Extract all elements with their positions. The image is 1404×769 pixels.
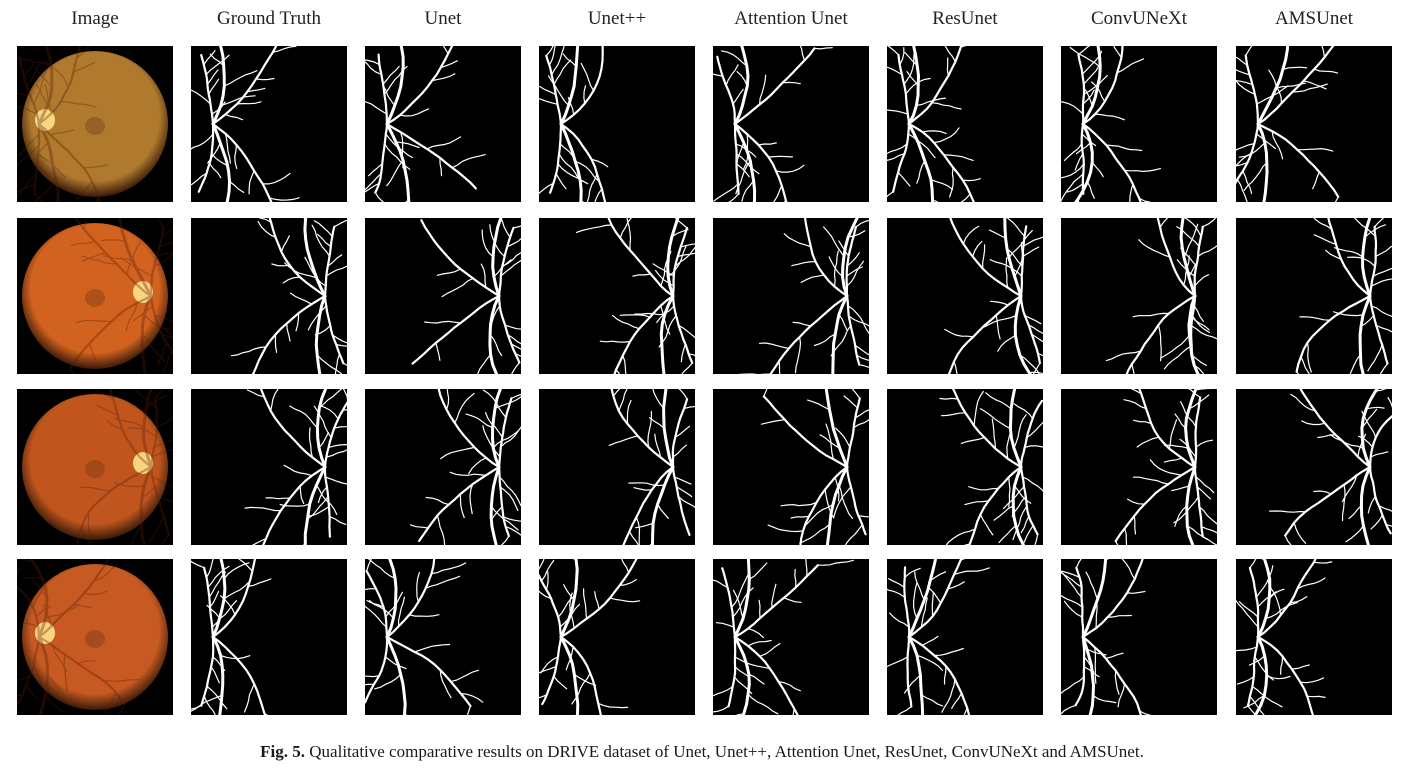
fundus-image <box>17 559 173 715</box>
segmentation-mask <box>365 218 521 374</box>
segmentation-mask <box>1061 389 1217 545</box>
column-header: Ground Truth <box>217 8 321 29</box>
segmentation-mask <box>539 218 695 374</box>
segmentation-mask <box>887 218 1043 374</box>
caption-text: Qualitative comparative results on DRIVE… <box>309 742 1144 761</box>
column-header: Attention Unet <box>734 8 848 29</box>
segmentation-mask <box>191 559 347 715</box>
segmentation-mask <box>887 46 1043 202</box>
segmentation-mask <box>191 218 347 374</box>
segmentation-mask <box>713 559 869 715</box>
segmentation-mask <box>1236 389 1392 545</box>
segmentation-mask <box>365 46 521 202</box>
segmentation-mask <box>887 559 1043 715</box>
column-header: ConvUNeXt <box>1090 8 1188 29</box>
segmentation-mask <box>1236 559 1392 715</box>
fundus-image <box>17 46 173 202</box>
segmentation-mask <box>1061 46 1217 202</box>
figure-caption: Fig. 5. Qualitative comparative results … <box>0 742 1404 762</box>
segmentation-mask <box>191 389 347 545</box>
column-header: Image <box>71 8 119 29</box>
segmentation-mask <box>713 46 869 202</box>
fundus-image <box>17 218 173 374</box>
caption-label: Fig. 5. <box>260 742 306 761</box>
segmentation-mask <box>539 389 695 545</box>
column-header: Unet <box>424 8 462 29</box>
segmentation-mask <box>887 389 1043 545</box>
segmentation-mask <box>191 46 347 202</box>
segmentation-mask <box>1061 559 1217 715</box>
column-header: Unet++ <box>587 8 647 29</box>
column-header: ResUnet <box>932 8 998 29</box>
segmentation-mask <box>365 389 521 545</box>
segmentation-mask <box>539 559 695 715</box>
fundus-image <box>17 389 173 545</box>
column-header: AMSUnet <box>1274 8 1354 29</box>
segmentation-mask <box>1061 218 1217 374</box>
segmentation-mask <box>539 46 695 202</box>
segmentation-mask <box>365 559 521 715</box>
segmentation-mask <box>713 218 869 374</box>
segmentation-mask <box>1236 46 1392 202</box>
segmentation-mask <box>1236 218 1392 374</box>
segmentation-mask <box>713 389 869 545</box>
